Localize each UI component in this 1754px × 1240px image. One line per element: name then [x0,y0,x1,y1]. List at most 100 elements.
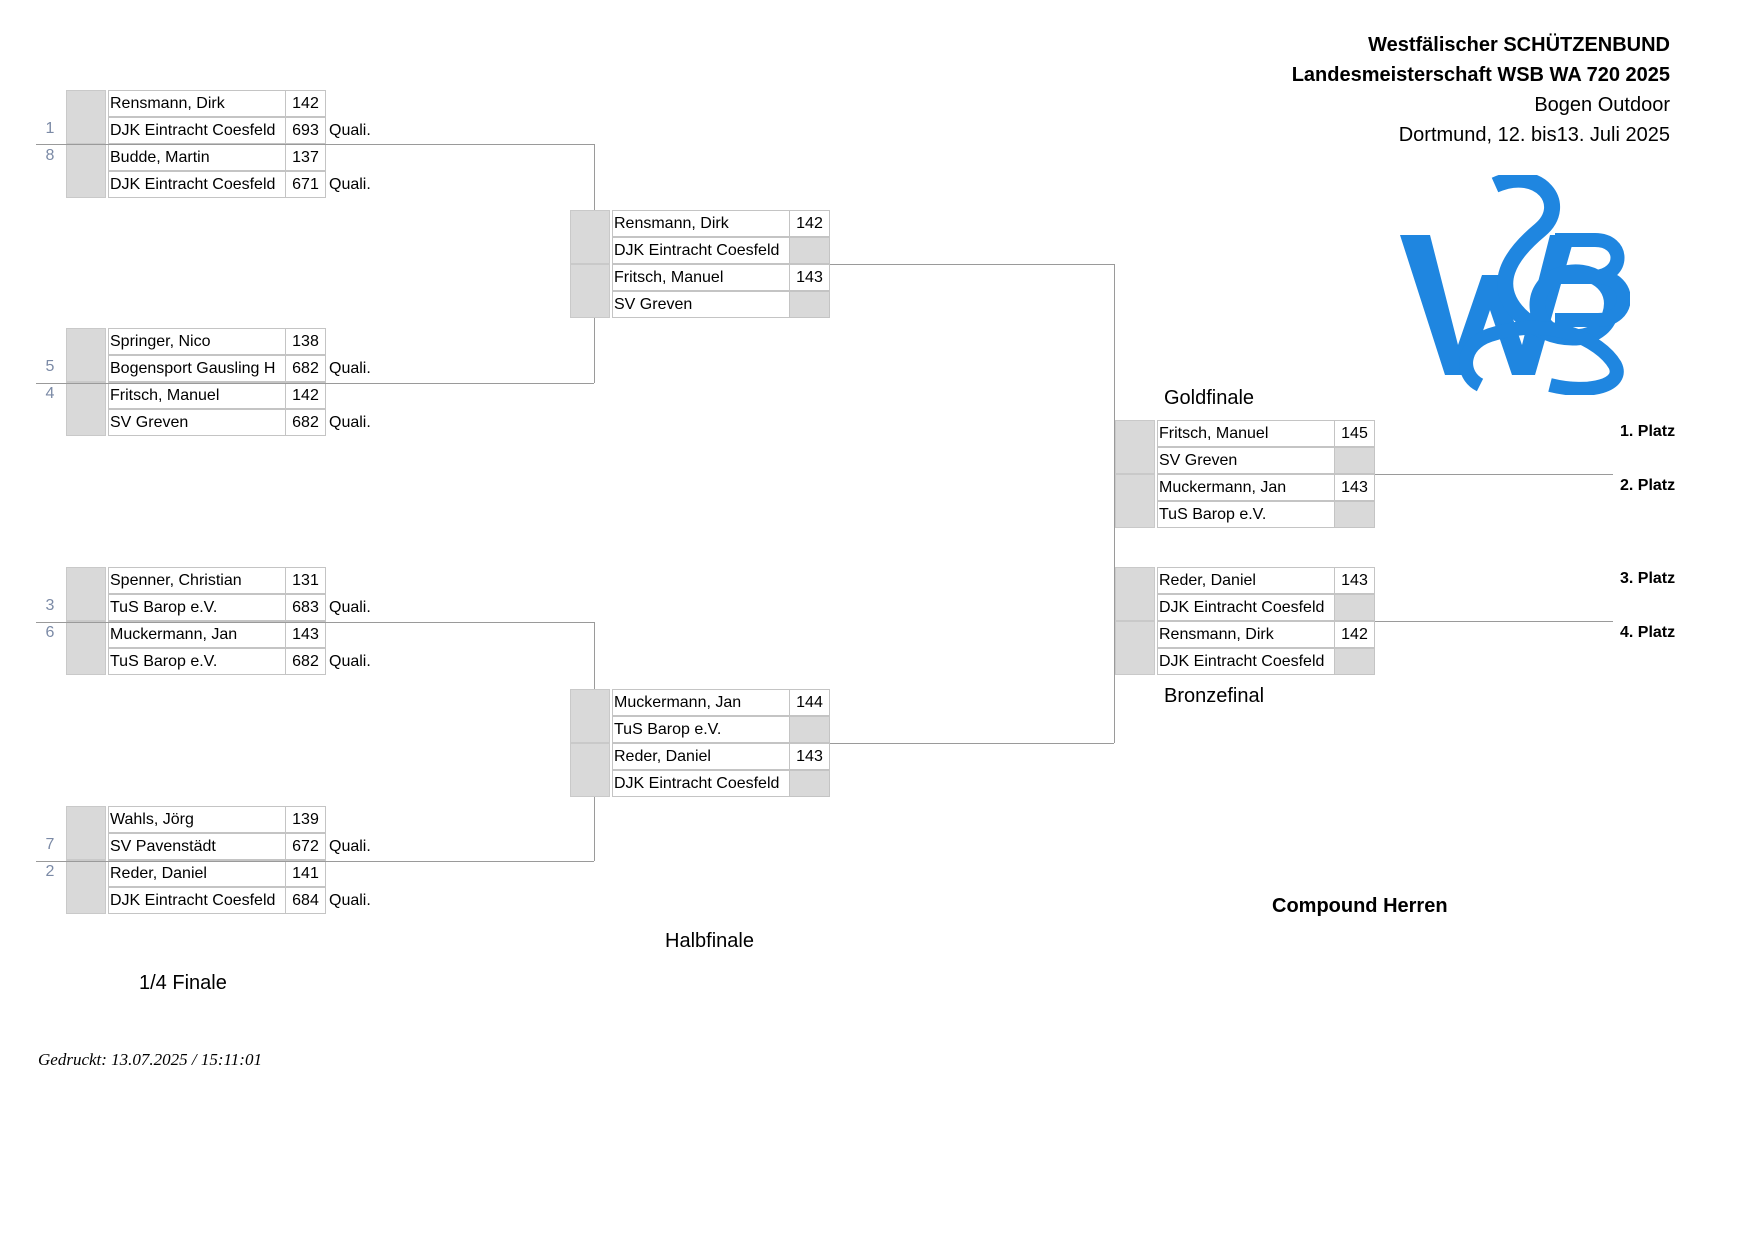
place-label: 4. Platz [1620,624,1676,641]
player-club: TuS Barop e.V. [108,594,286,621]
set-score: 144 [789,689,830,716]
player-club: TuS Barop e.V. [1157,501,1335,528]
seed-box [1115,621,1155,675]
seed-number: 6 [45,624,55,641]
player-club: DJK Eintracht Coesfeld [1157,648,1335,675]
player-club: SV Greven [612,291,790,318]
seed-box [66,806,106,860]
wsb-logo [1400,175,1630,395]
quali-label: Quali. [329,122,371,139]
seed-number: 3 [45,597,55,614]
bronze-final-label: Bronzefinal [1164,685,1265,707]
quali-label: Quali. [329,176,371,193]
player-name: Reder, Daniel [1157,567,1335,594]
player-name: Fritsch, Manuel [108,382,286,409]
set-score: 142 [789,210,830,237]
set-score: 143 [285,621,326,648]
player-name: Fritsch, Manuel [612,264,790,291]
quali-score: 684 [285,887,326,914]
set-score: 131 [285,567,326,594]
place-date: Dortmund, 12. bis13. Juli 2025 [1398,124,1670,146]
seed-number: 5 [45,358,55,375]
printed-timestamp: Gedruckt: 13.07.2025 / 15:11:01 [38,1050,262,1069]
player-name: Rensmann, Dirk [108,90,286,117]
player-club: SV Pavenstädt [108,833,286,860]
player-club: DJK Eintracht Coesfeld [612,770,790,797]
empty-score [789,716,830,743]
organization-title: Westfälischer SCHÜTZENBUND [1368,34,1670,56]
seed-box [570,264,610,318]
empty-score [1334,594,1375,621]
empty-score [1334,447,1375,474]
place-label: 1. Platz [1620,423,1676,440]
gold-final-label: Goldfinale [1164,387,1255,409]
quali-label: Quali. [329,414,371,431]
bracket-line [1375,621,1613,622]
seed-number: 1 [45,120,55,137]
set-score: 143 [1334,567,1375,594]
event-title: Landesmeisterschaft WSB WA 720 2025 [1291,64,1670,86]
player-name: Spenner, Christian [108,567,286,594]
player-name: Muckermann, Jan [108,621,286,648]
quali-score: 672 [285,833,326,860]
quali-score: 683 [285,594,326,621]
player-name: Rensmann, Dirk [612,210,790,237]
empty-score [789,237,830,264]
set-score: 137 [285,144,326,171]
set-score: 143 [1334,474,1375,501]
empty-score [789,291,830,318]
seed-box [66,90,106,144]
discipline-subtitle: Bogen Outdoor [1534,94,1670,116]
bracket-line [36,383,594,384]
set-score: 139 [285,806,326,833]
player-name: Wahls, Jörg [108,806,286,833]
seed-box [66,860,106,914]
player-club: DJK Eintracht Coesfeld [612,237,790,264]
bracket-line [36,144,594,145]
seed-box [66,567,106,621]
seed-box [66,144,106,198]
seed-box [1115,567,1155,621]
place-label: 2. Platz [1620,477,1676,494]
bracket-line [830,743,1114,744]
seed-box [570,743,610,797]
player-name: Budde, Martin [108,144,286,171]
player-club: TuS Barop e.V. [612,716,790,743]
seed-number: 8 [45,147,55,164]
quali-label: Quali. [329,838,371,855]
empty-score [789,770,830,797]
set-score: 142 [1334,621,1375,648]
quali-score: 682 [285,355,326,382]
quarterfinal-label: 1/4 Finale [139,972,227,994]
seed-box [570,689,610,743]
player-club: DJK Eintracht Coesfeld [108,117,286,144]
seed-box [1115,474,1155,528]
set-score: 142 [285,382,326,409]
player-club: DJK Eintracht Coesfeld [108,171,286,198]
quali-score: 693 [285,117,326,144]
quali-score: 682 [285,409,326,436]
quali-score: 671 [285,171,326,198]
set-score: 142 [285,90,326,117]
bracket-line [1375,474,1613,475]
seed-box [66,621,106,675]
category-label: Compound Herren [1272,895,1448,917]
player-club: DJK Eintracht Coesfeld [1157,594,1335,621]
seed-box [1115,420,1155,474]
seed-number: 2 [45,863,55,880]
seed-box [66,328,106,382]
player-name: Fritsch, Manuel [1157,420,1335,447]
player-name: Rensmann, Dirk [1157,621,1335,648]
place-label: 3. Platz [1620,570,1676,587]
quali-label: Quali. [329,653,371,670]
player-name: Reder, Daniel [612,743,790,770]
player-name: Springer, Nico [108,328,286,355]
player-club: Bogensport Gausling H [108,355,286,382]
seed-box [570,210,610,264]
seed-number: 4 [45,385,55,402]
quali-label: Quali. [329,892,371,909]
seed-number: 7 [45,836,55,853]
bracket-line [36,622,594,623]
set-score: 141 [285,860,326,887]
